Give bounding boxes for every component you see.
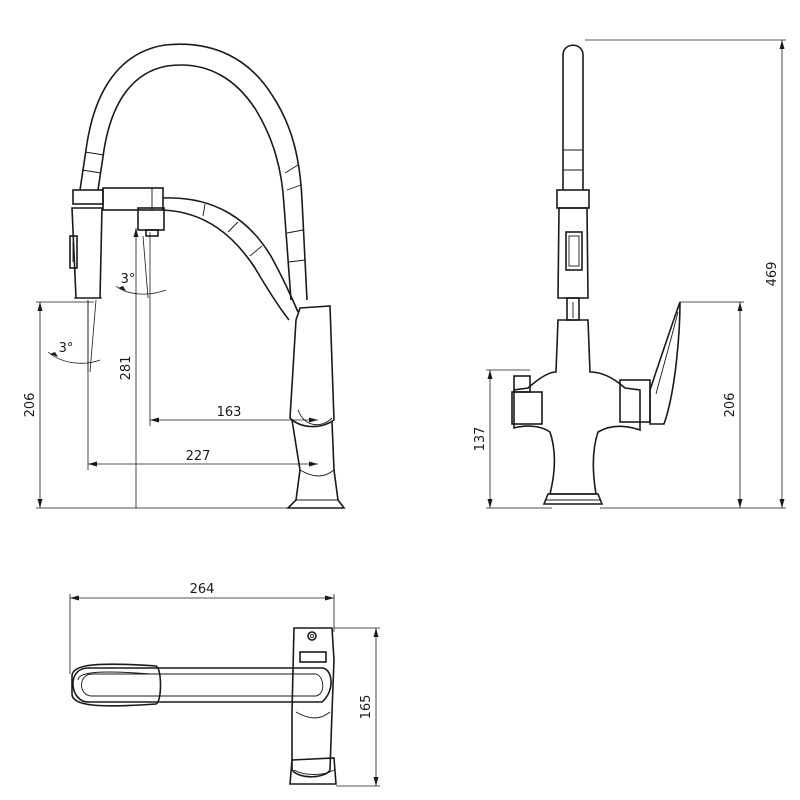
dim-front-163: 163	[149, 232, 318, 426]
dim-front-206-label: 206	[23, 393, 38, 418]
pull-out-hose	[162, 197, 299, 313]
top-body	[291, 627, 335, 778]
side-coupling	[556, 189, 590, 209]
spout-arch-outer	[79, 43, 308, 301]
dim-front-227-label: 227	[186, 449, 211, 464]
dim-front-206: 206	[23, 301, 290, 509]
top-spout-arm	[72, 667, 332, 703]
faucet-body	[286, 419, 346, 509]
spout-arch-inner	[97, 64, 292, 301]
dim-front-227: 227	[87, 300, 318, 470]
angle-label-lower: 3°	[59, 341, 74, 356]
lever-handle	[289, 305, 335, 428]
hose-connector	[102, 187, 165, 237]
dim-top-264-label: 264	[190, 582, 215, 597]
dim-side-206: 206	[600, 301, 744, 509]
side-spray-head	[557, 207, 589, 299]
angle-mark-upper: 3°	[115, 235, 167, 299]
top-view: 264 165	[69, 582, 380, 787]
dim-top-264: 264	[69, 582, 335, 674]
angle-mark-lower: 3°	[47, 299, 101, 373]
dim-side-206-label: 206	[723, 393, 738, 418]
top-lever	[289, 757, 337, 785]
side-body	[513, 319, 641, 495]
angle-label-upper: 3°	[121, 272, 136, 287]
dim-top-165-label: 165	[359, 695, 374, 720]
dim-side-469: 469	[585, 39, 786, 509]
dim-side-137-label: 137	[473, 427, 488, 452]
top-spray-head	[71, 663, 162, 707]
dim-front-281: 281	[119, 228, 139, 508]
dim-side-137: 137	[473, 369, 552, 509]
spray-head	[69, 189, 104, 299]
top-outlet	[307, 631, 317, 641]
side-lever	[649, 301, 681, 425]
spout-segments	[81, 151, 306, 263]
dim-front-163-label: 163	[217, 405, 242, 420]
side-spout-tube	[562, 44, 584, 190]
dim-top-165: 165	[334, 627, 380, 787]
side-base-plate	[542, 493, 604, 505]
dim-front-281-label: 281	[119, 356, 134, 381]
front-view: 206 281 163 227 3°	[23, 43, 346, 509]
side-view: 137 206 469	[473, 39, 786, 509]
dim-side-469-label: 469	[765, 262, 780, 287]
side-spray-button	[565, 231, 583, 271]
